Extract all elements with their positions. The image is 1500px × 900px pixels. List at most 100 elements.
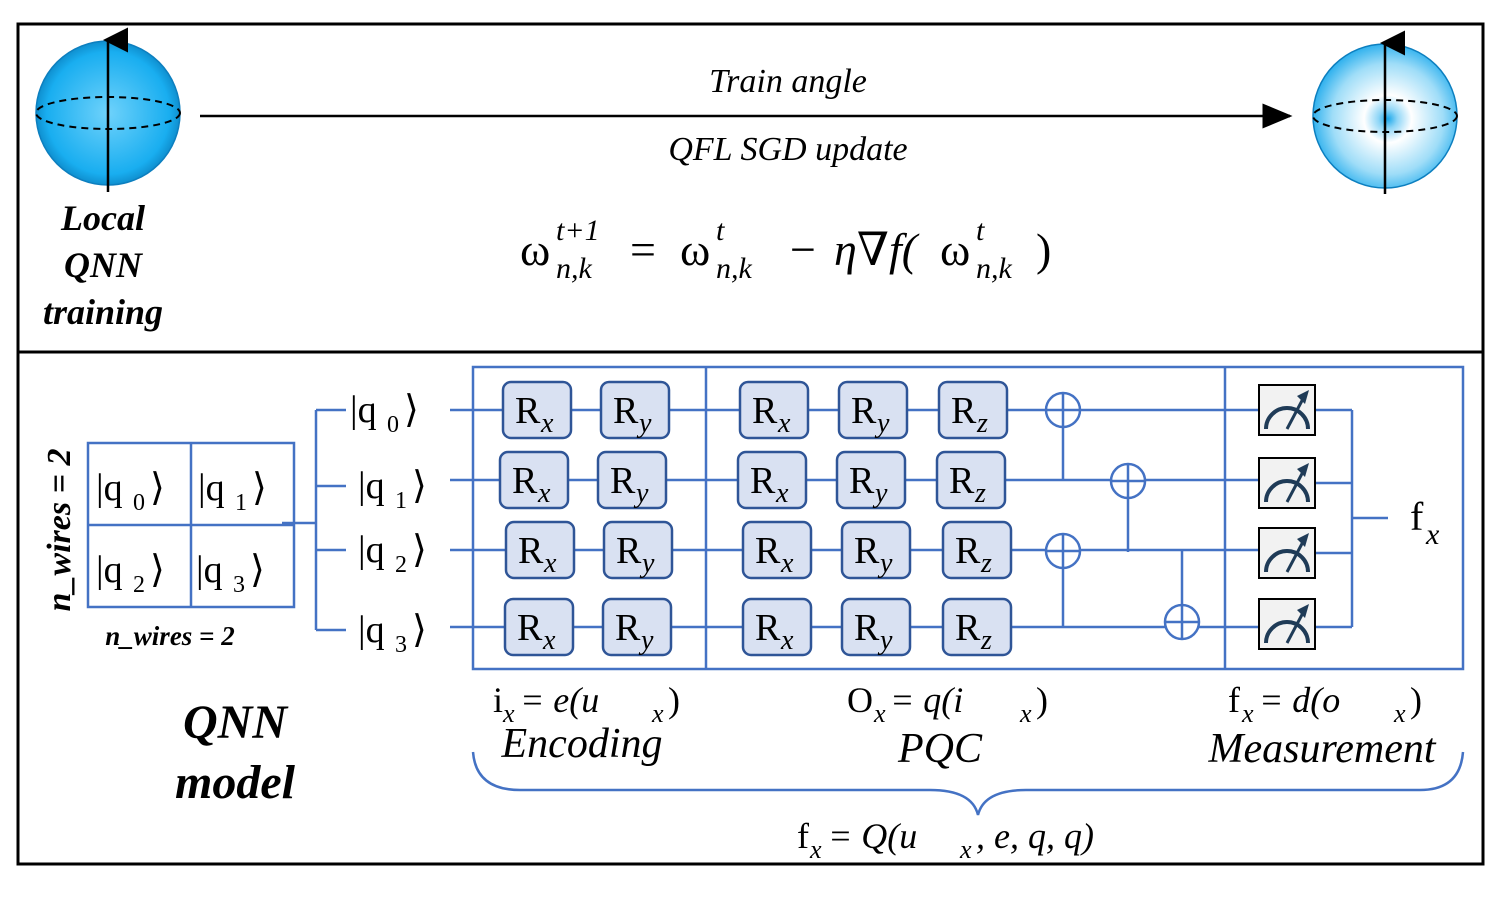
svg-text:⟩: ⟩	[412, 609, 427, 651]
svg-text:y: y	[874, 408, 890, 439]
measurement-meters	[1258, 384, 1316, 650]
encoding-equation: i x = e(u x )	[493, 680, 680, 728]
svg-text:n,k: n,k	[556, 252, 593, 285]
svg-text:|q: |q	[96, 467, 123, 509]
svg-text:f: f	[797, 816, 809, 856]
svg-text:2: 2	[133, 572, 145, 598]
svg-text:y: y	[639, 548, 655, 579]
svg-text:R: R	[613, 390, 639, 432]
svg-text:|q: |q	[358, 465, 385, 507]
grid-cell-q0: |q 0 ⟩	[96, 467, 165, 516]
svg-text:3: 3	[233, 572, 245, 598]
svg-text:R: R	[849, 460, 875, 502]
svg-text:y: y	[877, 625, 893, 656]
svg-text:z: z	[980, 548, 992, 579]
svg-text:R: R	[750, 460, 776, 502]
svg-text:R: R	[955, 607, 981, 649]
svg-text:R: R	[615, 607, 641, 649]
svg-text:t+1: t+1	[556, 214, 600, 247]
svg-text:|q: |q	[196, 549, 223, 591]
svg-text:z: z	[974, 478, 986, 509]
svg-text:|q: |q	[96, 549, 123, 591]
stage-brace	[471, 751, 1465, 816]
grid-cell-q2: |q 2 ⟩	[96, 549, 165, 598]
qubit-label-q0: |q 0 ⟩	[350, 389, 419, 438]
qubit-label-q1: |q 1 ⟩	[358, 465, 427, 514]
svg-text:= d(o: = d(o	[1259, 680, 1340, 720]
svg-text:R: R	[854, 607, 880, 649]
svg-text:x: x	[502, 699, 515, 728]
svg-text:x: x	[775, 478, 789, 509]
svg-text:|q: |q	[358, 529, 385, 571]
qubit-fanout	[282, 408, 346, 632]
overall-equation: f x = Q(u x , e, q, q)	[797, 816, 1094, 864]
svg-text:x: x	[1425, 518, 1440, 551]
svg-text:η∇f(: η∇f(	[834, 224, 920, 275]
svg-text:= Q(u: = Q(u	[828, 816, 917, 856]
svg-text:x: x	[537, 478, 551, 509]
cnot-gates	[1044, 391, 1201, 641]
svg-text:|q: |q	[358, 609, 385, 651]
measurement-meter-icon	[1258, 384, 1316, 436]
svg-text:ω: ω	[680, 224, 710, 275]
svg-text:x: x	[1393, 699, 1406, 728]
stage-name-measurement: Measurement	[1207, 726, 1436, 772]
svg-text:y: y	[638, 625, 654, 656]
svg-text:⟩: ⟩	[250, 549, 265, 591]
svg-text:R: R	[517, 607, 543, 649]
svg-text:0: 0	[133, 490, 145, 516]
svg-text:⟩: ⟩	[252, 467, 267, 509]
svg-text:−: −	[790, 224, 816, 275]
stage-name-pqc: PQC	[897, 726, 983, 772]
svg-text:2: 2	[395, 552, 407, 578]
svg-text:): )	[1410, 680, 1422, 720]
svg-text:⟩: ⟩	[150, 549, 165, 591]
svg-text:x: x	[959, 835, 972, 864]
svg-text:= e(u: = e(u	[520, 680, 599, 720]
svg-text:): )	[1036, 680, 1048, 720]
svg-text:R: R	[949, 460, 975, 502]
qubit-label-q3: |q 3 ⟩	[358, 609, 427, 658]
svg-text:1: 1	[235, 490, 247, 516]
circuit-frame	[471, 365, 1465, 671]
svg-text:|q: |q	[198, 467, 225, 509]
svg-text:0: 0	[387, 412, 399, 438]
qubit-grid	[86, 441, 296, 609]
svg-text:z: z	[980, 625, 992, 656]
svg-text:ω: ω	[520, 224, 550, 275]
svg-text:x: x	[780, 625, 794, 656]
svg-text:R: R	[518, 530, 544, 572]
model-label-line2: model	[175, 756, 296, 809]
svg-text:i: i	[493, 680, 503, 720]
svg-text:x: x	[777, 408, 791, 439]
output-label: f x	[1410, 494, 1440, 551]
svg-text:y: y	[877, 548, 893, 579]
model-label-line1: QNN	[183, 696, 289, 749]
svg-text:R: R	[854, 530, 880, 572]
svg-text:y: y	[633, 478, 649, 509]
side-label-line3: training	[43, 292, 163, 332]
arrow-label-bottom: QFL SGD update	[668, 131, 907, 168]
svg-text:R: R	[515, 390, 541, 432]
svg-text:R: R	[755, 607, 781, 649]
bloch-sphere-trained-icon	[1312, 30, 1458, 194]
grid-cell-q1: |q 1 ⟩	[198, 467, 267, 516]
side-label-line1: Local	[60, 198, 145, 238]
svg-text:R: R	[951, 390, 977, 432]
svg-text:⟩: ⟩	[412, 529, 427, 571]
svg-text:R: R	[955, 530, 981, 572]
svg-text:): )	[1036, 224, 1051, 275]
stage-name-encoding: Encoding	[501, 721, 663, 767]
svg-text:R: R	[752, 390, 778, 432]
